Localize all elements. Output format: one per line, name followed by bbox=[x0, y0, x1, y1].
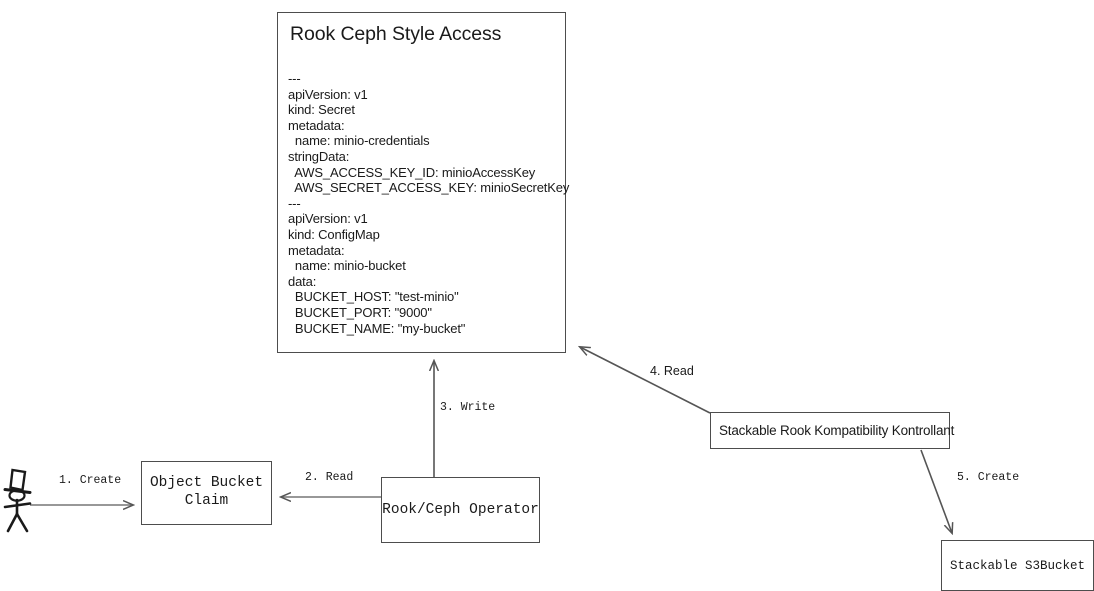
edge-label-5-create: 5. Create bbox=[957, 471, 1020, 484]
node-rook-ceph-style-access: Rook Ceph Style Access --- apiVersion: v… bbox=[277, 12, 570, 353]
node-stackable-rook-kompatibility-kontrollant: Stackable Rook Kompatibility Kontrollant bbox=[710, 412, 954, 449]
node-object-bucket-claim: Object Bucket Claim bbox=[141, 461, 272, 525]
object-bucket-claim-label: Object Bucket Claim bbox=[149, 475, 264, 509]
edge-label-3-write: 3. Write bbox=[440, 401, 496, 414]
node-rook-ceph-operator: Rook/Ceph Operator bbox=[381, 477, 540, 543]
edge-label-2-read: 2. Read bbox=[305, 471, 354, 484]
yaml-panel-manifest-text: --- apiVersion: v1 kind: Secret metadata… bbox=[288, 71, 570, 336]
edge-label-1-create: 1. Create bbox=[59, 474, 122, 487]
srkk-label: Stackable Rook Kompatibility Kontrollant bbox=[719, 423, 955, 438]
node-stackable-s3bucket: Stackable S3Bucket bbox=[941, 540, 1094, 591]
rook-ceph-operator-label: Rook/Ceph Operator bbox=[382, 502, 539, 518]
edge-5-create bbox=[920, 449, 952, 533]
yaml-panel-title: Rook Ceph Style Access bbox=[290, 23, 502, 45]
user-stick-figure-icon bbox=[3, 468, 32, 533]
stackable-s3bucket-label: Stackable S3Bucket bbox=[949, 559, 1086, 573]
edge-label-4-read: 4. Read bbox=[650, 364, 694, 378]
edge-4-read bbox=[580, 347, 711, 414]
